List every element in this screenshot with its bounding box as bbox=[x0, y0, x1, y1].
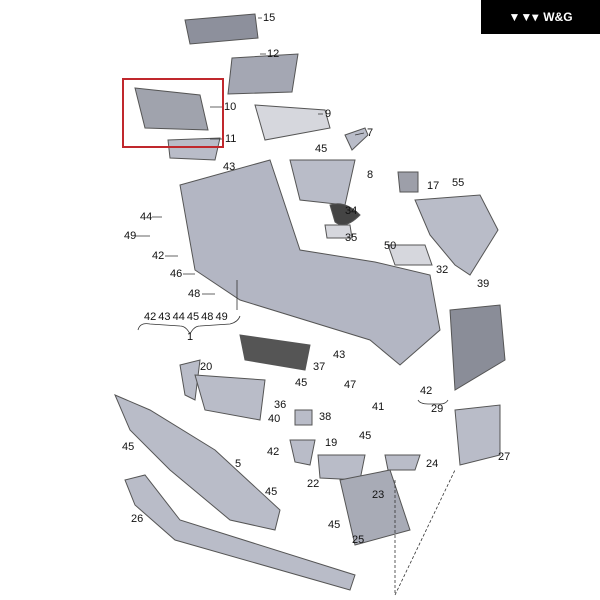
callout-55: 55 bbox=[452, 177, 465, 189]
callout-15: 15 bbox=[263, 12, 276, 24]
part-19-bracket bbox=[289, 439, 316, 466]
callout-45: 45 bbox=[315, 143, 328, 155]
callout-19: 19 bbox=[325, 437, 338, 449]
callout-29: 29 bbox=[431, 403, 444, 415]
callout-48: 48 bbox=[188, 288, 201, 300]
part-36-bracket bbox=[194, 374, 266, 421]
callout-9: 9 bbox=[325, 108, 332, 120]
callout-45: 45 bbox=[265, 486, 278, 498]
callout-37: 37 bbox=[313, 361, 326, 373]
logo-text: W&G bbox=[543, 10, 573, 24]
callout-22: 22 bbox=[307, 478, 320, 490]
callout-43: 43 bbox=[223, 161, 236, 173]
part-26-trim-strip bbox=[124, 474, 356, 591]
callout-45: 45 bbox=[359, 430, 372, 442]
callout-20: 20 bbox=[200, 361, 213, 373]
callout-38: 38 bbox=[319, 411, 332, 423]
callout-42: 42 bbox=[152, 250, 165, 262]
callout-45: 45 bbox=[328, 519, 341, 531]
callout-12: 12 bbox=[267, 48, 280, 60]
callout-43: 43 bbox=[333, 349, 346, 361]
part-7-bracket bbox=[344, 127, 369, 151]
part-20-bracket bbox=[179, 359, 201, 401]
callout-8: 8 bbox=[367, 169, 374, 181]
part-27-bin bbox=[454, 404, 501, 466]
part-8-surround bbox=[289, 159, 356, 206]
callout-1: 1 bbox=[187, 331, 194, 343]
callout-40: 40 bbox=[268, 413, 281, 425]
part-25-shift-boot bbox=[339, 469, 411, 546]
part-24-bracket bbox=[384, 454, 421, 471]
part-12-trim-panel bbox=[227, 53, 299, 95]
callout-7: 7 bbox=[367, 127, 374, 139]
part-11-cover bbox=[167, 137, 221, 161]
callout-42: 42 bbox=[420, 385, 433, 397]
callout-42: 42 bbox=[267, 446, 280, 458]
part-38-clip bbox=[294, 409, 313, 426]
callout-32: 32 bbox=[436, 264, 449, 276]
part-5-side-panel bbox=[114, 394, 281, 531]
callout-49: 49 bbox=[124, 230, 137, 242]
part-55-armrest bbox=[414, 194, 499, 276]
logo-mark-icon: ▼▼▾ bbox=[508, 10, 539, 24]
callout-17: 17 bbox=[427, 180, 440, 192]
callout-50: 50 bbox=[384, 240, 397, 252]
callout-46: 46 bbox=[170, 268, 183, 280]
part-29-vent bbox=[449, 304, 506, 391]
callout-34: 34 bbox=[345, 205, 358, 217]
part-34-cable bbox=[329, 203, 361, 226]
highlight-box bbox=[122, 78, 224, 148]
part-1-console-body bbox=[179, 159, 441, 366]
callout-41: 41 bbox=[372, 401, 385, 413]
callout-group-1-contents: 42 43 44 45 48 49 bbox=[144, 311, 228, 323]
part-15-climate-control bbox=[184, 13, 259, 45]
callout-39: 39 bbox=[477, 278, 490, 290]
part-9-mat bbox=[254, 104, 331, 141]
callout-10: 10 bbox=[224, 101, 237, 113]
callout-23: 23 bbox=[372, 489, 385, 501]
callout-36: 36 bbox=[274, 399, 287, 411]
callout-47: 47 bbox=[344, 379, 357, 391]
part-37-cupholder bbox=[239, 334, 311, 371]
callout-5: 5 bbox=[235, 458, 242, 470]
callout-45: 45 bbox=[295, 377, 308, 389]
callout-44: 44 bbox=[140, 211, 153, 223]
callout-27: 27 bbox=[498, 451, 511, 463]
callout-24: 24 bbox=[426, 458, 439, 470]
callout-25: 25 bbox=[352, 534, 365, 546]
brand-logo: ▼▼▾ W&G bbox=[481, 0, 600, 34]
callout-26: 26 bbox=[131, 513, 144, 525]
callout-35: 35 bbox=[345, 232, 358, 244]
part-10-storage-tray bbox=[134, 87, 209, 131]
part-32-mat bbox=[387, 244, 433, 266]
part-17-cup bbox=[397, 171, 419, 193]
callout-45: 45 bbox=[122, 441, 135, 453]
callout-11: 11 bbox=[225, 133, 237, 145]
